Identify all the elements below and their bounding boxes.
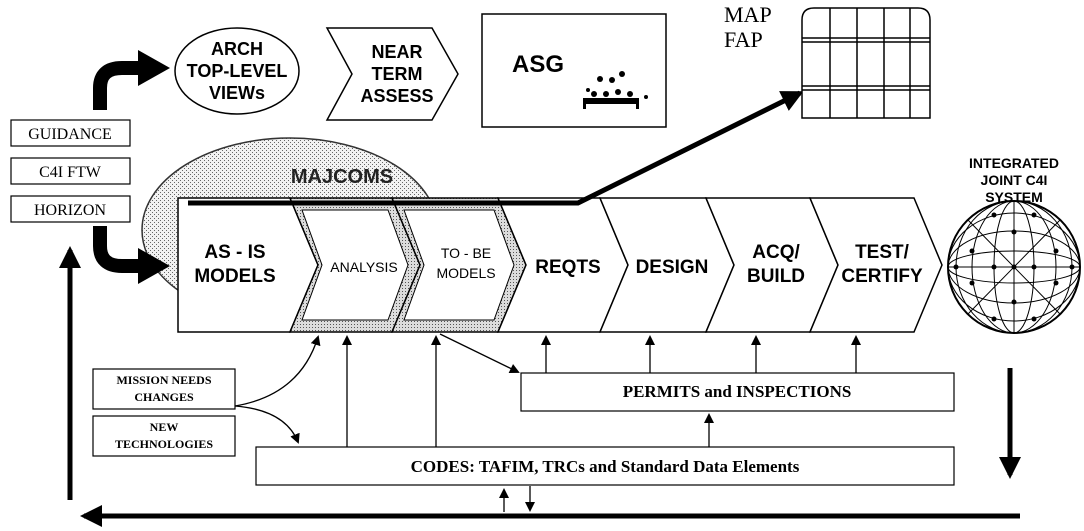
step-label-analysis: ANALYSIS [330, 259, 397, 275]
map-label: MAP [724, 2, 772, 27]
guidance-label: GUIDANCE [28, 126, 112, 143]
curved-arrow-up [93, 61, 142, 110]
near-line1: NEAR [371, 42, 422, 62]
fap-label: FAP [724, 27, 763, 52]
c4i-ftw-box [10, 157, 131, 185]
new-tech-box [92, 415, 236, 457]
step-test-certify [808, 197, 943, 333]
globe-label-line3: SYSTEM [985, 189, 1043, 205]
step-label-as-is-line1: AS - IS [204, 242, 265, 263]
c4i-ftw-label: C4I FTW [39, 164, 102, 181]
curved-arrow-down [93, 226, 142, 273]
permits-label: PERMITS and INSPECTIONS [623, 382, 852, 401]
arch-line1: ARCH [211, 39, 263, 59]
permits-box [520, 372, 955, 412]
guidance-box [10, 119, 131, 147]
mission-line1: MISSION NEEDS [116, 373, 211, 387]
majcoms-to-map-arrow [188, 90, 804, 206]
step-label-as-is-line2: MODELS [194, 266, 275, 287]
near-line2: TERM [372, 64, 423, 84]
step-label-test-line2: CERTIFY [841, 266, 923, 287]
majcoms-label: MAJCOMS [291, 166, 393, 188]
mission-line2: CHANGES [134, 390, 194, 404]
arch-line3: VIEWs [209, 83, 265, 103]
step-label-to-be-line1: TO - BE [441, 245, 491, 261]
asg-label: ASG [512, 51, 564, 78]
step-label-to-be-line2: MODELS [436, 265, 495, 281]
horizon-label: HORIZON [34, 202, 106, 219]
process-chain [177, 197, 943, 333]
step-label-design: DESIGN [636, 257, 709, 278]
connector-arrows [234, 333, 861, 512]
mission-needs-box [92, 368, 236, 410]
step-as-is-models [177, 197, 319, 333]
near-term-chevron [325, 27, 459, 121]
horizon-box [10, 195, 131, 223]
globe-label-line1: INTEGRATED [969, 155, 1059, 171]
asg-box [481, 13, 667, 128]
near-line3: ASSESS [360, 86, 433, 106]
step-label-reqts: REQTS [535, 257, 600, 278]
codes-label: CODES: TAFIM, TRCs and Standard Data Ele… [411, 457, 800, 476]
binders-icon [801, 7, 931, 119]
newtech-line2: TECHNOLOGIES [115, 437, 213, 451]
codes-box [255, 446, 955, 486]
arch-line2: TOP-LEVEL [187, 61, 288, 81]
globe-label-line2: JOINT C4I [981, 172, 1048, 188]
asg-people-icon [583, 71, 648, 109]
step-label-acq-line1: ACQ/ [752, 242, 800, 263]
step-label-acq-line2: BUILD [747, 266, 805, 287]
newtech-line1: NEW [150, 420, 179, 434]
globe-icon [947, 200, 1081, 334]
step-label-test-line1: TEST/ [855, 242, 910, 263]
arch-ellipse [174, 27, 300, 115]
